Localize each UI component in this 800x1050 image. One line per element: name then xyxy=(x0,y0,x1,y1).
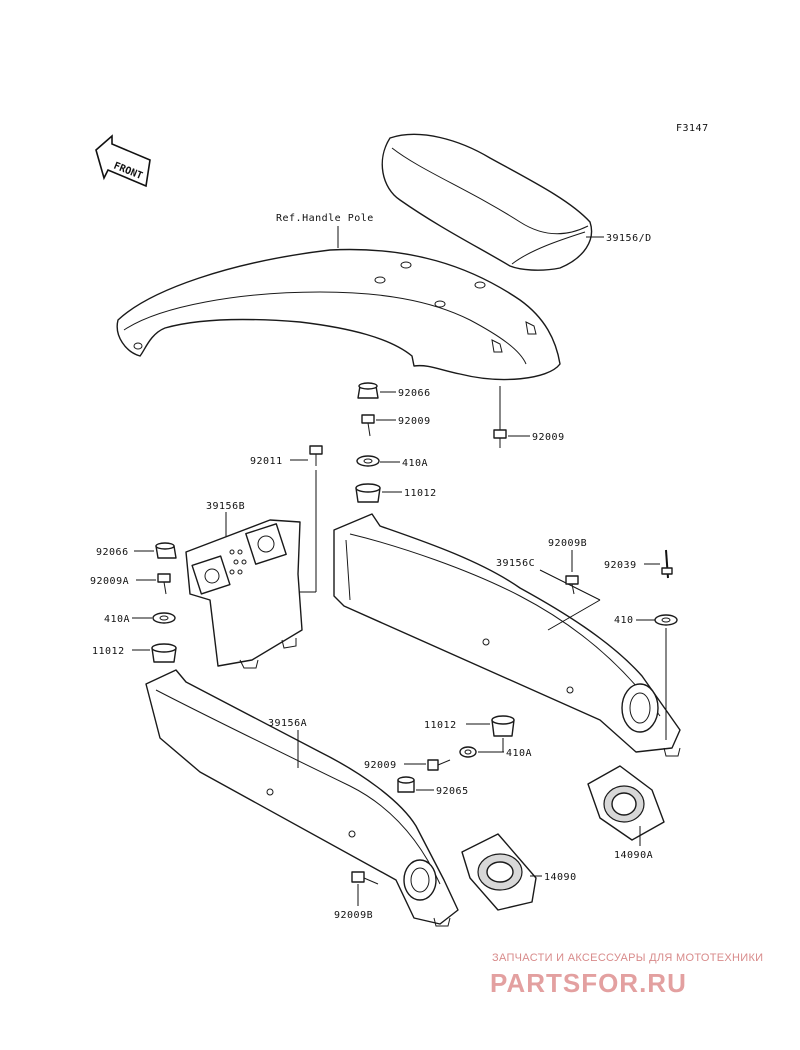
washer-410A-top-icon xyxy=(356,455,380,467)
ref-handle-pole-label: Ref.Handle Pole xyxy=(276,213,374,224)
label-14090: 14090 xyxy=(544,872,577,883)
label-92066-top: 92066 xyxy=(398,388,431,399)
label-92009A: 92009A xyxy=(90,576,129,587)
label-14090A: 14090A xyxy=(614,850,653,861)
front-arrow-icon: FRONT xyxy=(95,134,151,188)
label-410A-top: 410A xyxy=(402,458,428,469)
washer-410A-left-icon xyxy=(152,612,176,624)
label-410: 410 xyxy=(614,615,634,626)
washer-410A-mid-icon xyxy=(459,746,477,758)
frame-39156C-part xyxy=(333,513,681,757)
label-39156B: 39156B xyxy=(206,501,245,512)
label-39156C: 39156C xyxy=(496,558,535,569)
boot-14090-part xyxy=(461,833,537,911)
grommet-11012-mid-icon xyxy=(491,715,515,737)
label-92065: 92065 xyxy=(436,786,469,797)
bolt-92009-mid-icon xyxy=(427,759,451,771)
label-11012-mid: 11012 xyxy=(424,720,457,731)
label-11012-left: 11012 xyxy=(92,646,125,657)
bolt-92009B-bottom-icon xyxy=(351,871,379,885)
bolt-92009B-right-icon xyxy=(565,575,579,595)
label-92011: 92011 xyxy=(250,456,283,467)
grommet-11012-left-icon xyxy=(151,643,177,663)
label-11012-top: 11012 xyxy=(404,488,437,499)
grommet-11012-top-icon xyxy=(355,483,381,503)
bolt-92009-right-icon xyxy=(493,429,507,448)
bolt-92009-top-icon xyxy=(361,414,375,437)
label-92009-right: 92009 xyxy=(532,432,565,443)
label-92009B-right: 92009B xyxy=(548,538,587,549)
watermark: ЗАПЧАСТИ И АКСЕССУАРЫ ДЛЯ МОТОТЕХНИКИ PA… xyxy=(490,952,763,998)
label-92009-mid: 92009 xyxy=(364,760,397,771)
label-39156D: 39156/D xyxy=(606,233,652,244)
grommet-92065-icon xyxy=(397,776,415,793)
figure-code: F3147 xyxy=(676,123,709,134)
label-92009-top: 92009 xyxy=(398,416,431,427)
upper-cover-part xyxy=(116,248,561,381)
pin-92039-icon xyxy=(661,549,673,579)
bracket-39156B-part xyxy=(185,519,303,669)
grommet-92066-top-icon xyxy=(357,382,379,399)
watermark-tagline: ЗАПЧАСТИ И АКСЕССУАРЫ ДЛЯ МОТОТЕХНИКИ xyxy=(492,952,763,964)
label-410A-mid: 410A xyxy=(506,748,532,759)
seat-part xyxy=(381,133,593,271)
bolt-92011-icon xyxy=(309,445,323,466)
label-92009B-bottom: 92009B xyxy=(334,910,373,921)
bolt-92009A-icon xyxy=(157,573,171,595)
label-39156A: 39156A xyxy=(268,718,307,729)
frame-39156A-part xyxy=(145,669,459,927)
boot-14090A-part xyxy=(587,765,665,841)
watermark-logo: PARTSFOR.RU xyxy=(490,968,687,998)
washer-410-icon xyxy=(654,614,678,626)
label-410A-left: 410A xyxy=(104,614,130,625)
grommet-92066-left-icon xyxy=(155,542,177,559)
label-92066-left: 92066 xyxy=(96,547,129,558)
label-92039: 92039 xyxy=(604,560,637,571)
